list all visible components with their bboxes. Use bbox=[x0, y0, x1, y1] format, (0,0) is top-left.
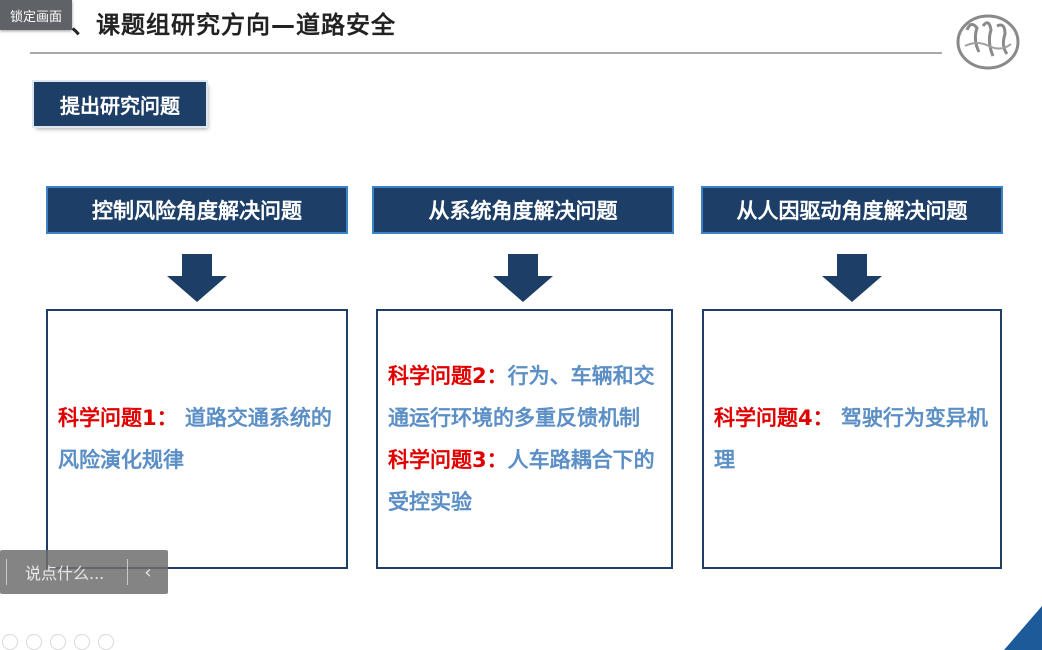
question-box-risk: 科学问题1： 道路交通系统的风险演化规律 bbox=[46, 309, 348, 569]
question-text: 驾驶行为变异机理 bbox=[714, 406, 988, 472]
column-header-system: 从系统角度解决问题 bbox=[372, 186, 674, 234]
column-header-human: 从人因驱动角度解决问题 bbox=[701, 186, 1003, 234]
question-item: 科学问题1： 道路交通系统的风险演化规律 bbox=[58, 397, 338, 481]
control-icon[interactable] bbox=[98, 634, 114, 650]
down-arrow-icon bbox=[822, 254, 882, 302]
comment-divider bbox=[6, 559, 7, 585]
comment-input[interactable]: 说点什么... bbox=[25, 564, 105, 583]
question-text: 人车路耦合下的受控实验 bbox=[388, 448, 655, 514]
corner-decoration bbox=[1004, 606, 1042, 650]
question-label: 科学问题4： bbox=[714, 406, 834, 430]
question-item: 科学问题2：行为、车辆和交通运行环境的多重反馈机制 bbox=[388, 355, 663, 439]
question-text: 行为、车辆和交通运行环境的多重反馈机制 bbox=[388, 364, 655, 430]
question-label: 科学问题2： bbox=[388, 364, 508, 388]
section-label: 提出研究问题 bbox=[32, 80, 208, 128]
control-icon[interactable] bbox=[50, 634, 66, 650]
chevron-left-icon[interactable]: ‹ bbox=[144, 561, 152, 583]
down-arrow-icon bbox=[493, 254, 553, 302]
question-box-human: 科学问题4： 驾驶行为变异机理 bbox=[702, 309, 1002, 569]
control-icon[interactable] bbox=[74, 634, 90, 650]
comment-bar: 说点什么... ‹ bbox=[0, 550, 168, 594]
control-icon[interactable] bbox=[26, 634, 42, 650]
lock-screen-button[interactable]: 锁定画面 bbox=[0, 0, 72, 30]
question-label: 科学问题3： bbox=[388, 448, 508, 472]
slide-title: 一、课题组研究方向—道路安全 bbox=[46, 11, 396, 39]
title-divider bbox=[30, 52, 942, 54]
question-label: 科学问题1： bbox=[58, 406, 178, 430]
question-item: 科学问题3：人车路耦合下的受控实验 bbox=[388, 439, 663, 523]
logo-icon bbox=[956, 14, 1020, 70]
down-arrow-icon bbox=[167, 254, 227, 302]
question-box-system: 科学问题2：行为、车辆和交通运行环境的多重反馈机制 科学问题3：人车路耦合下的受… bbox=[376, 309, 673, 569]
comment-divider bbox=[127, 559, 128, 585]
question-item: 科学问题4： 驾驶行为变异机理 bbox=[714, 397, 992, 481]
question-text: 道路交通系统的风险演化规律 bbox=[58, 406, 332, 472]
control-icon[interactable] bbox=[2, 634, 18, 650]
column-header-risk: 控制风险角度解决问题 bbox=[46, 186, 348, 234]
slide-controls bbox=[2, 634, 114, 650]
